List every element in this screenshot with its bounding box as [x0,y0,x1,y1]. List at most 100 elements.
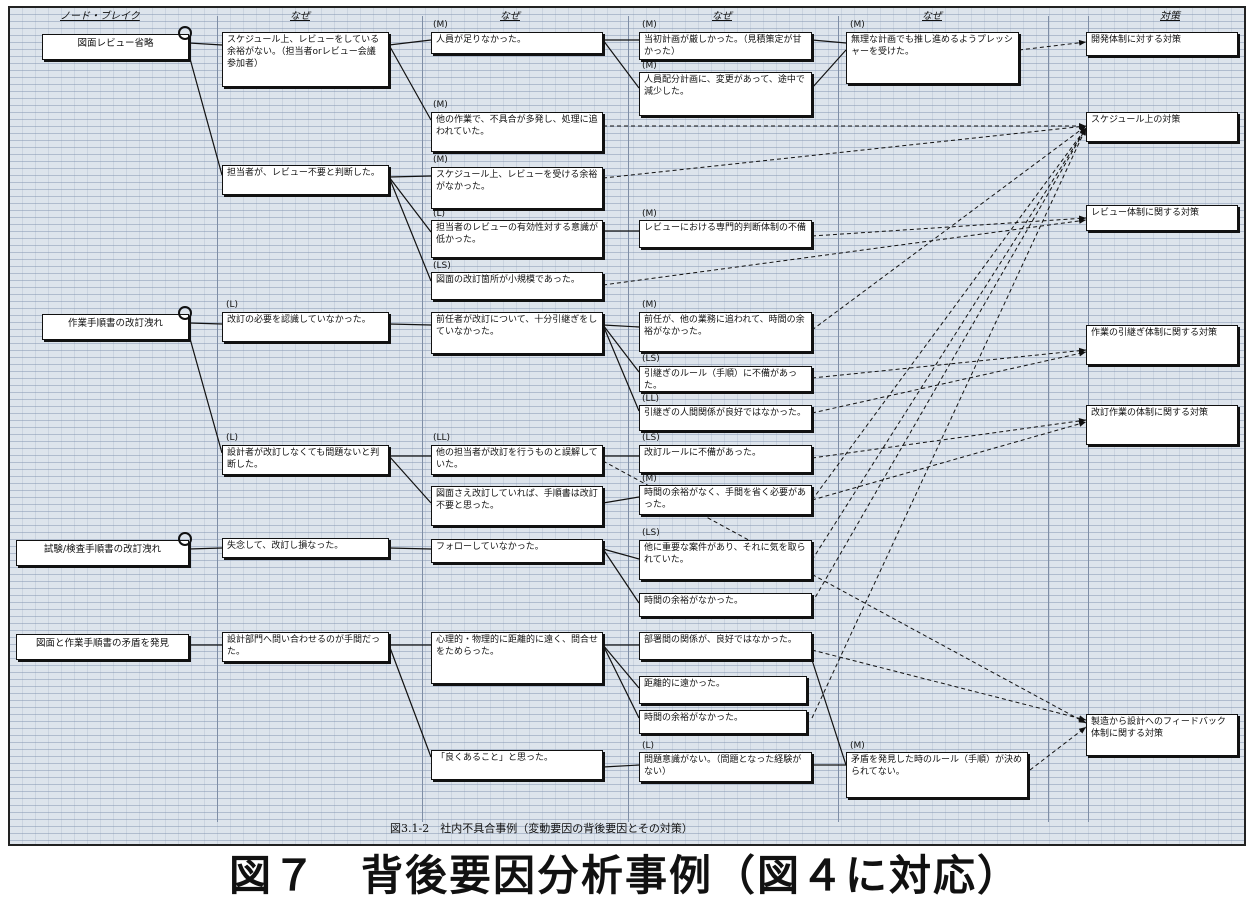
cause-box-c7: 改訂ルールに不備があった。 [639,445,812,473]
cause-text: 人員配分計画に、変更があって、途中で減少した。 [644,75,805,97]
cause-text: 「良くあること」と思った。 [436,753,554,763]
cause-box-b4: 担当者のレビューの有効性対する意識が低かった。 [431,220,603,258]
severity-tag: (M) [433,20,448,30]
column-divider [217,16,218,822]
cause-box-b3: スケジュール上、レビューを受ける余裕がなかった。 [431,167,603,209]
severity-tag: (M) [433,155,448,165]
node-label: 作業手順書の改訂洩れ [67,318,163,329]
node-work-procedure-revision-missed: 作業手順書の改訂洩れ [42,314,189,340]
cause-box-a1: スケジュール上、レビューをしている余裕がない。（担当者orレビュー会議参加者） [222,32,389,87]
cause-box-c12: 距離的に遠かった。 [639,676,807,704]
cause-text: 担当者が、レビュー不要と判断した。 [227,168,380,178]
measure-text: 開発体制に対する対策 [1091,35,1182,45]
cause-box-b8: 図面さえ改訂していれば、手順書は改訂不要と思った。 [431,486,603,526]
cause-text: 他の作業で、不具合が多発し、処理に追われていた。 [436,115,598,137]
measure-text: 製造から設計へのフィードバック体制に関する対策 [1091,717,1226,739]
severity-tag: (LL) [433,433,451,443]
severity-tag: (L) [226,300,239,310]
cause-text: 他の担当者が改訂を行うものと誤解していた。 [436,448,598,470]
cause-text: レビューにおける専門的判断体制の不備 [644,223,807,233]
cause-box-c10: 時間の余裕がなかった。 [639,593,812,617]
cause-text: フォローしていなかった。 [436,542,544,552]
cause-box-c13: 時間の余裕がなかった。 [639,710,807,734]
cause-text: 改訂ルールに不備があった。 [644,448,762,458]
cause-text: 失念して、改訂し損なった。 [227,541,344,551]
cause-box-c5: 引継ぎのルール（手順）に不備があった。 [639,366,812,392]
cause-box-c3: レビューにおける専門的判断体制の不備 [639,220,812,248]
severity-tag: (LS) [642,354,660,364]
node-label: 図面と作業手順書の矛盾を発見 [35,638,169,649]
cause-box-b11: 「良くあること」と思った。 [431,750,603,780]
cause-text: 担当者のレビューの有効性対する意識が低かった。 [436,223,599,245]
measure-box-handover: 作業の引継ぎ体制に関する対策 [1086,325,1238,365]
column-header-why-2: なぜ [500,11,520,22]
severity-tag: (LS) [642,528,660,538]
column-divider [1048,16,1049,822]
severity-tag: (LS) [642,433,660,443]
cause-box-b10: 心理的・物理的に距離的に遠く、問合せをためらった。 [431,632,603,684]
measure-box-schedule: スケジュール上の対策 [1086,112,1238,142]
column-header-node-break: ノード・ブレイク [60,11,140,22]
cause-box-b7: 他の担当者が改訂を行うものと誤解していた。 [431,445,603,475]
figure-caption: 図3.1-2 社内不具合事例（変動要因の背後要因とその対策） [390,822,693,835]
loop-marker-icon [178,26,192,40]
cause-text: 図面さえ改訂していれば、手順書は改訂不要と思った。 [436,489,598,511]
cause-text: スケジュール上、レビューを受ける余裕がなかった。 [436,170,598,192]
severity-tag: (L) [226,433,239,443]
node-contradiction-found: 図面と作業手順書の矛盾を発見 [16,634,189,660]
severity-tag: (M) [850,20,865,30]
severity-tag: (M) [642,300,657,310]
cause-box-c6: 引継ぎの人間関係が良好ではなかった。 [639,405,812,431]
measure-box-review: レビュー体制に関する対策 [1086,205,1238,231]
measure-text: レビュー体制に関する対策 [1091,208,1200,218]
measure-text: 改訂作業の体制に関する対策 [1091,408,1209,418]
cause-text: 距離的に遠かった。 [644,679,726,689]
cause-text: 当初計画が厳しかった。（見積策定が甘かった） [644,35,802,57]
column-header-why-4: なぜ [922,11,942,22]
cause-text: 心理的・物理的に距離的に遠く、問合せをためらった。 [436,635,599,657]
severity-tag: (L) [433,209,446,219]
node-label: 図面レビュー省略 [77,38,154,49]
cause-text: 矛盾を発見した時のルール（手順）が決められてない。 [851,755,1023,777]
cause-box-b5: 図面の改訂箇所が小規模であった。 [431,272,603,300]
cause-box-c1: 当初計画が厳しかった。（見積策定が甘かった） [639,32,812,60]
cause-box-c9: 他に重要な案件があり、それに気を取られていた。 [639,540,812,580]
cause-box-c2: 人員配分計画に、変更があって、途中で減少した。 [639,72,812,116]
cause-text: 他に重要な案件があり、それに気を取られていた。 [644,543,806,565]
severity-tag: (M) [642,209,657,219]
severity-tag: (M) [433,100,448,110]
cause-text: 人員が足りなかった。 [436,35,527,45]
cause-box-d1: 無理な計画でも推し進めるようプレッシャーを受けた。 [846,32,1019,84]
severity-tag: (LL) [642,394,660,404]
severity-tag: (M) [642,20,657,30]
cause-text: 時間の余裕がなく、手間を省く必要があった。 [644,488,807,510]
measure-box-feedback: 製造から設計へのフィードバック体制に関する対策 [1086,714,1238,756]
cause-box-c14: 問題意識がない。（問題となった経験がない） [639,752,812,782]
column-divider [422,16,423,822]
severity-tag: (L) [642,741,655,751]
node-label: 試験/検査手順書の改訂洩れ [43,544,162,555]
column-divider [628,16,629,822]
severity-tag: (M) [850,741,865,751]
measure-box-revision: 改訂作業の体制に関する対策 [1086,405,1238,445]
cause-text: 部署間の関係が、良好ではなかった。 [644,635,797,645]
cause-text: 時間の余裕がなかった。 [644,713,744,723]
cause-text: 引継ぎのルール（手順）に不備があった。 [644,369,798,391]
cause-box-a5: 失念して、改訂し損なった。 [222,538,389,558]
cause-text: 前任が、他の業務に追われて、時間の余裕がなかった。 [644,315,805,337]
cause-box-b1: 人員が足りなかった。 [431,32,603,54]
cause-box-a6: 設計部門へ問い合わせるのが手間だった。 [222,632,389,662]
cause-box-d2: 矛盾を発見した時のルール（手順）が決められてない。 [846,752,1028,798]
cause-text: スケジュール上、レビューをしている余裕がない。（担当者orレビュー会議参加者） [227,35,380,69]
severity-tag: (LS) [433,261,451,271]
severity-tag: (M) [642,474,657,484]
measure-text: スケジュール上の対策 [1091,115,1181,125]
loop-marker-icon [178,532,192,546]
cause-text: 問題意識がない。（問題となった経験がない） [644,755,802,777]
node-test-procedure-revision-missed: 試験/検査手順書の改訂洩れ [16,540,189,566]
cause-box-c4: 前任が、他の業務に追われて、時間の余裕がなかった。 [639,312,812,352]
cause-box-c11: 部署間の関係が、良好ではなかった。 [639,632,812,660]
measure-box-development: 開発体制に対する対策 [1086,32,1238,56]
diagram-sheet [8,6,1246,846]
